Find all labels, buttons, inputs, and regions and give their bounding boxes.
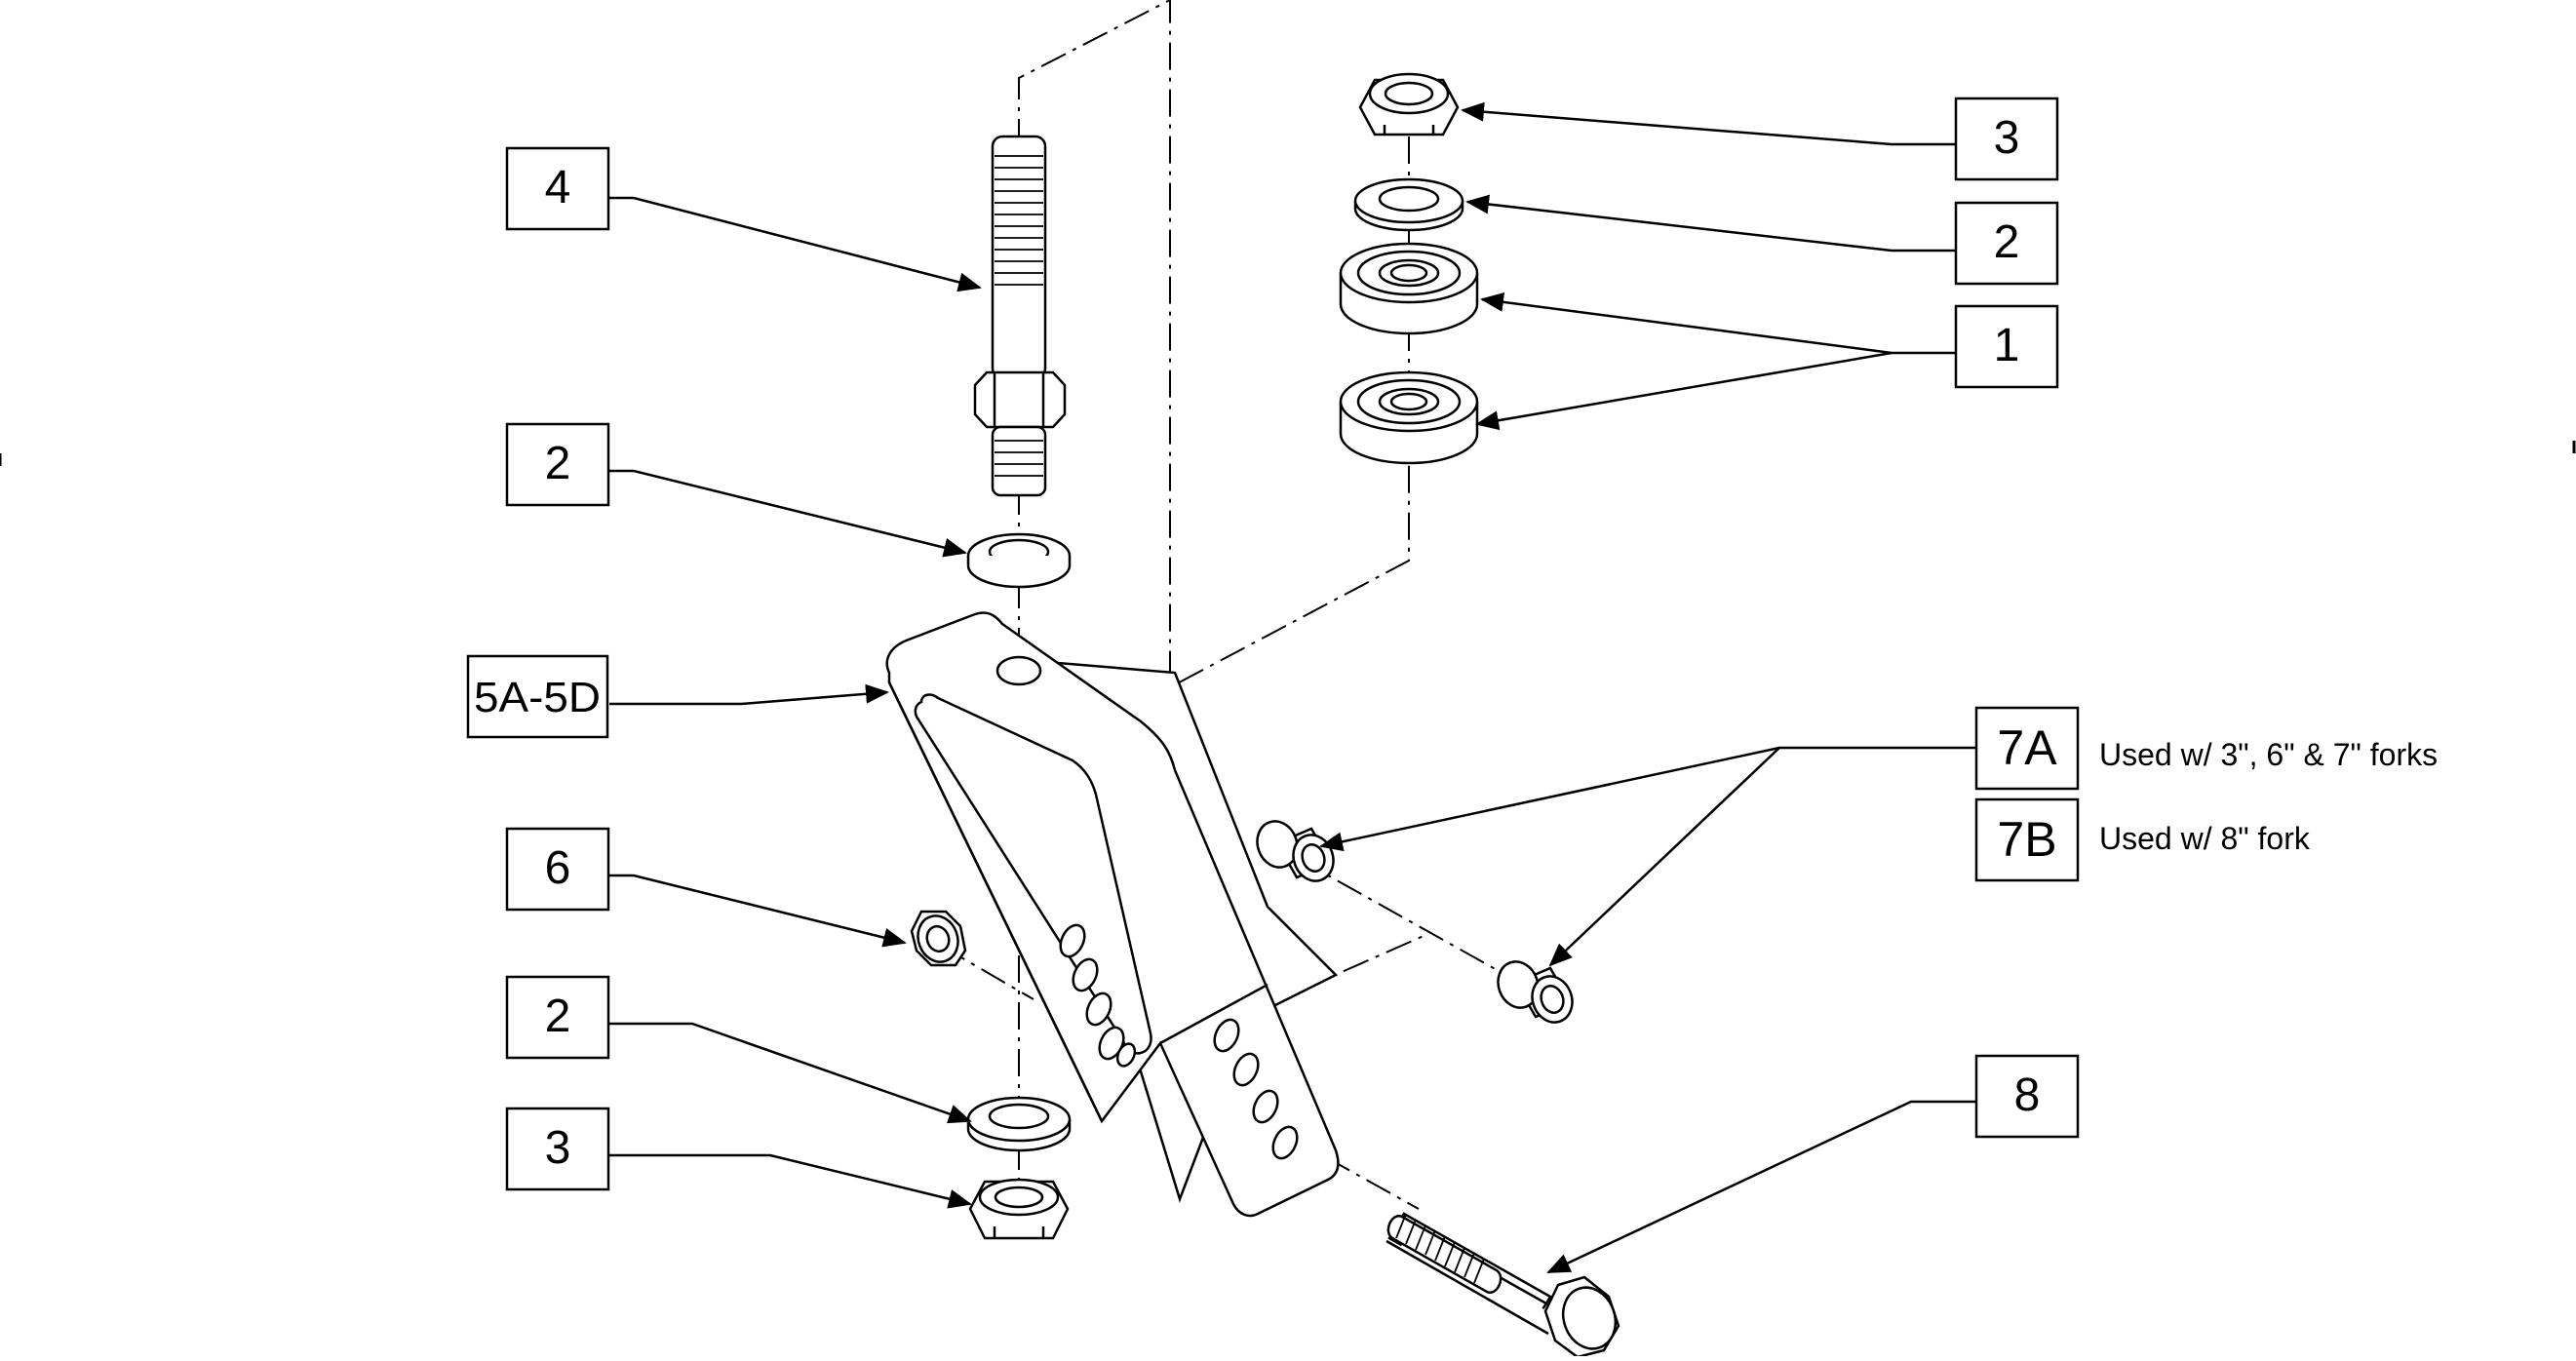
callout-6-label: 6 <box>545 842 571 894</box>
callout-5a-5d: 5A-5D <box>466 654 609 739</box>
callout-4-label: 4 <box>545 162 571 214</box>
callout-8: 8 <box>1974 1054 2080 1139</box>
callout-3-lower: 3 <box>505 1107 610 1191</box>
leader-8 <box>1546 1100 1976 1274</box>
leader-1b <box>1475 351 1893 431</box>
callout-3-top-label: 3 <box>1994 112 2020 164</box>
leader-lines <box>609 101 1976 1274</box>
leader-4 <box>609 196 982 292</box>
leader-7a-upper <box>1319 746 1976 852</box>
nut-top-part-3 <box>1358 72 1460 136</box>
callout-1-label: 1 <box>1994 320 2020 371</box>
callout-7b-label: 7B <box>1997 812 2056 867</box>
bracket-tie-line <box>1257 935 1425 1010</box>
spacer-upper-part-7a <box>1256 820 1335 882</box>
leader-7a-lower <box>1548 747 1780 967</box>
callout-8-label: 8 <box>2014 1069 2041 1121</box>
leader-3-lower <box>609 1153 972 1209</box>
leader-3-top <box>1461 101 1956 146</box>
bearing-lower-part-1 <box>1339 370 1479 465</box>
frame-centerline <box>1018 0 1410 689</box>
callout-7a-label: 7A <box>1997 720 2057 775</box>
note-7b: Used w/ 8" fork <box>2099 821 2311 856</box>
leader-2-stud <box>609 469 967 558</box>
callout-5-label: 5A-5D <box>474 674 601 721</box>
callout-2-top: 2 <box>1954 201 2059 286</box>
bracket-part-5 <box>885 611 1340 1218</box>
callout-6: 6 <box>505 827 610 912</box>
leader-6 <box>609 874 907 948</box>
leader-5 <box>609 683 889 706</box>
spacer-lower-part-7a <box>1497 960 1574 1024</box>
callout-1: 1 <box>1954 304 2059 389</box>
bearing-upper-part-1 <box>1339 242 1479 335</box>
bolt-part-8 <box>1386 1212 1620 1359</box>
callout-2-lower: 2 <box>505 975 610 1060</box>
nut-lower-part-3 <box>968 1178 1070 1240</box>
callout-2-lower-label: 2 <box>545 991 571 1042</box>
callout-7a: 7A <box>1974 706 2080 791</box>
callout-3-top: 3 <box>1954 97 2059 181</box>
washer-top-part-2 <box>1353 177 1464 232</box>
washer-stud <box>966 532 1072 589</box>
callout-2-top-label: 2 <box>1994 216 2020 268</box>
washer-lower-part-2 <box>966 1096 1072 1152</box>
note-7a: Used w/ 3", 6" & 7" forks <box>2099 737 2438 772</box>
callout-4: 4 <box>505 146 610 231</box>
stud-part-4 <box>973 135 1067 497</box>
leader-1a <box>1480 292 1956 355</box>
callout-2-stud: 2 <box>505 422 610 507</box>
leader-2-lower <box>609 1022 972 1124</box>
callout-3-lower-label: 3 <box>545 1122 571 1174</box>
nut-part-6 <box>910 910 967 967</box>
callout-2-stud-label: 2 <box>545 438 571 489</box>
leader-2-top <box>1465 194 1956 253</box>
callout-7b: 7B <box>1974 797 2080 882</box>
